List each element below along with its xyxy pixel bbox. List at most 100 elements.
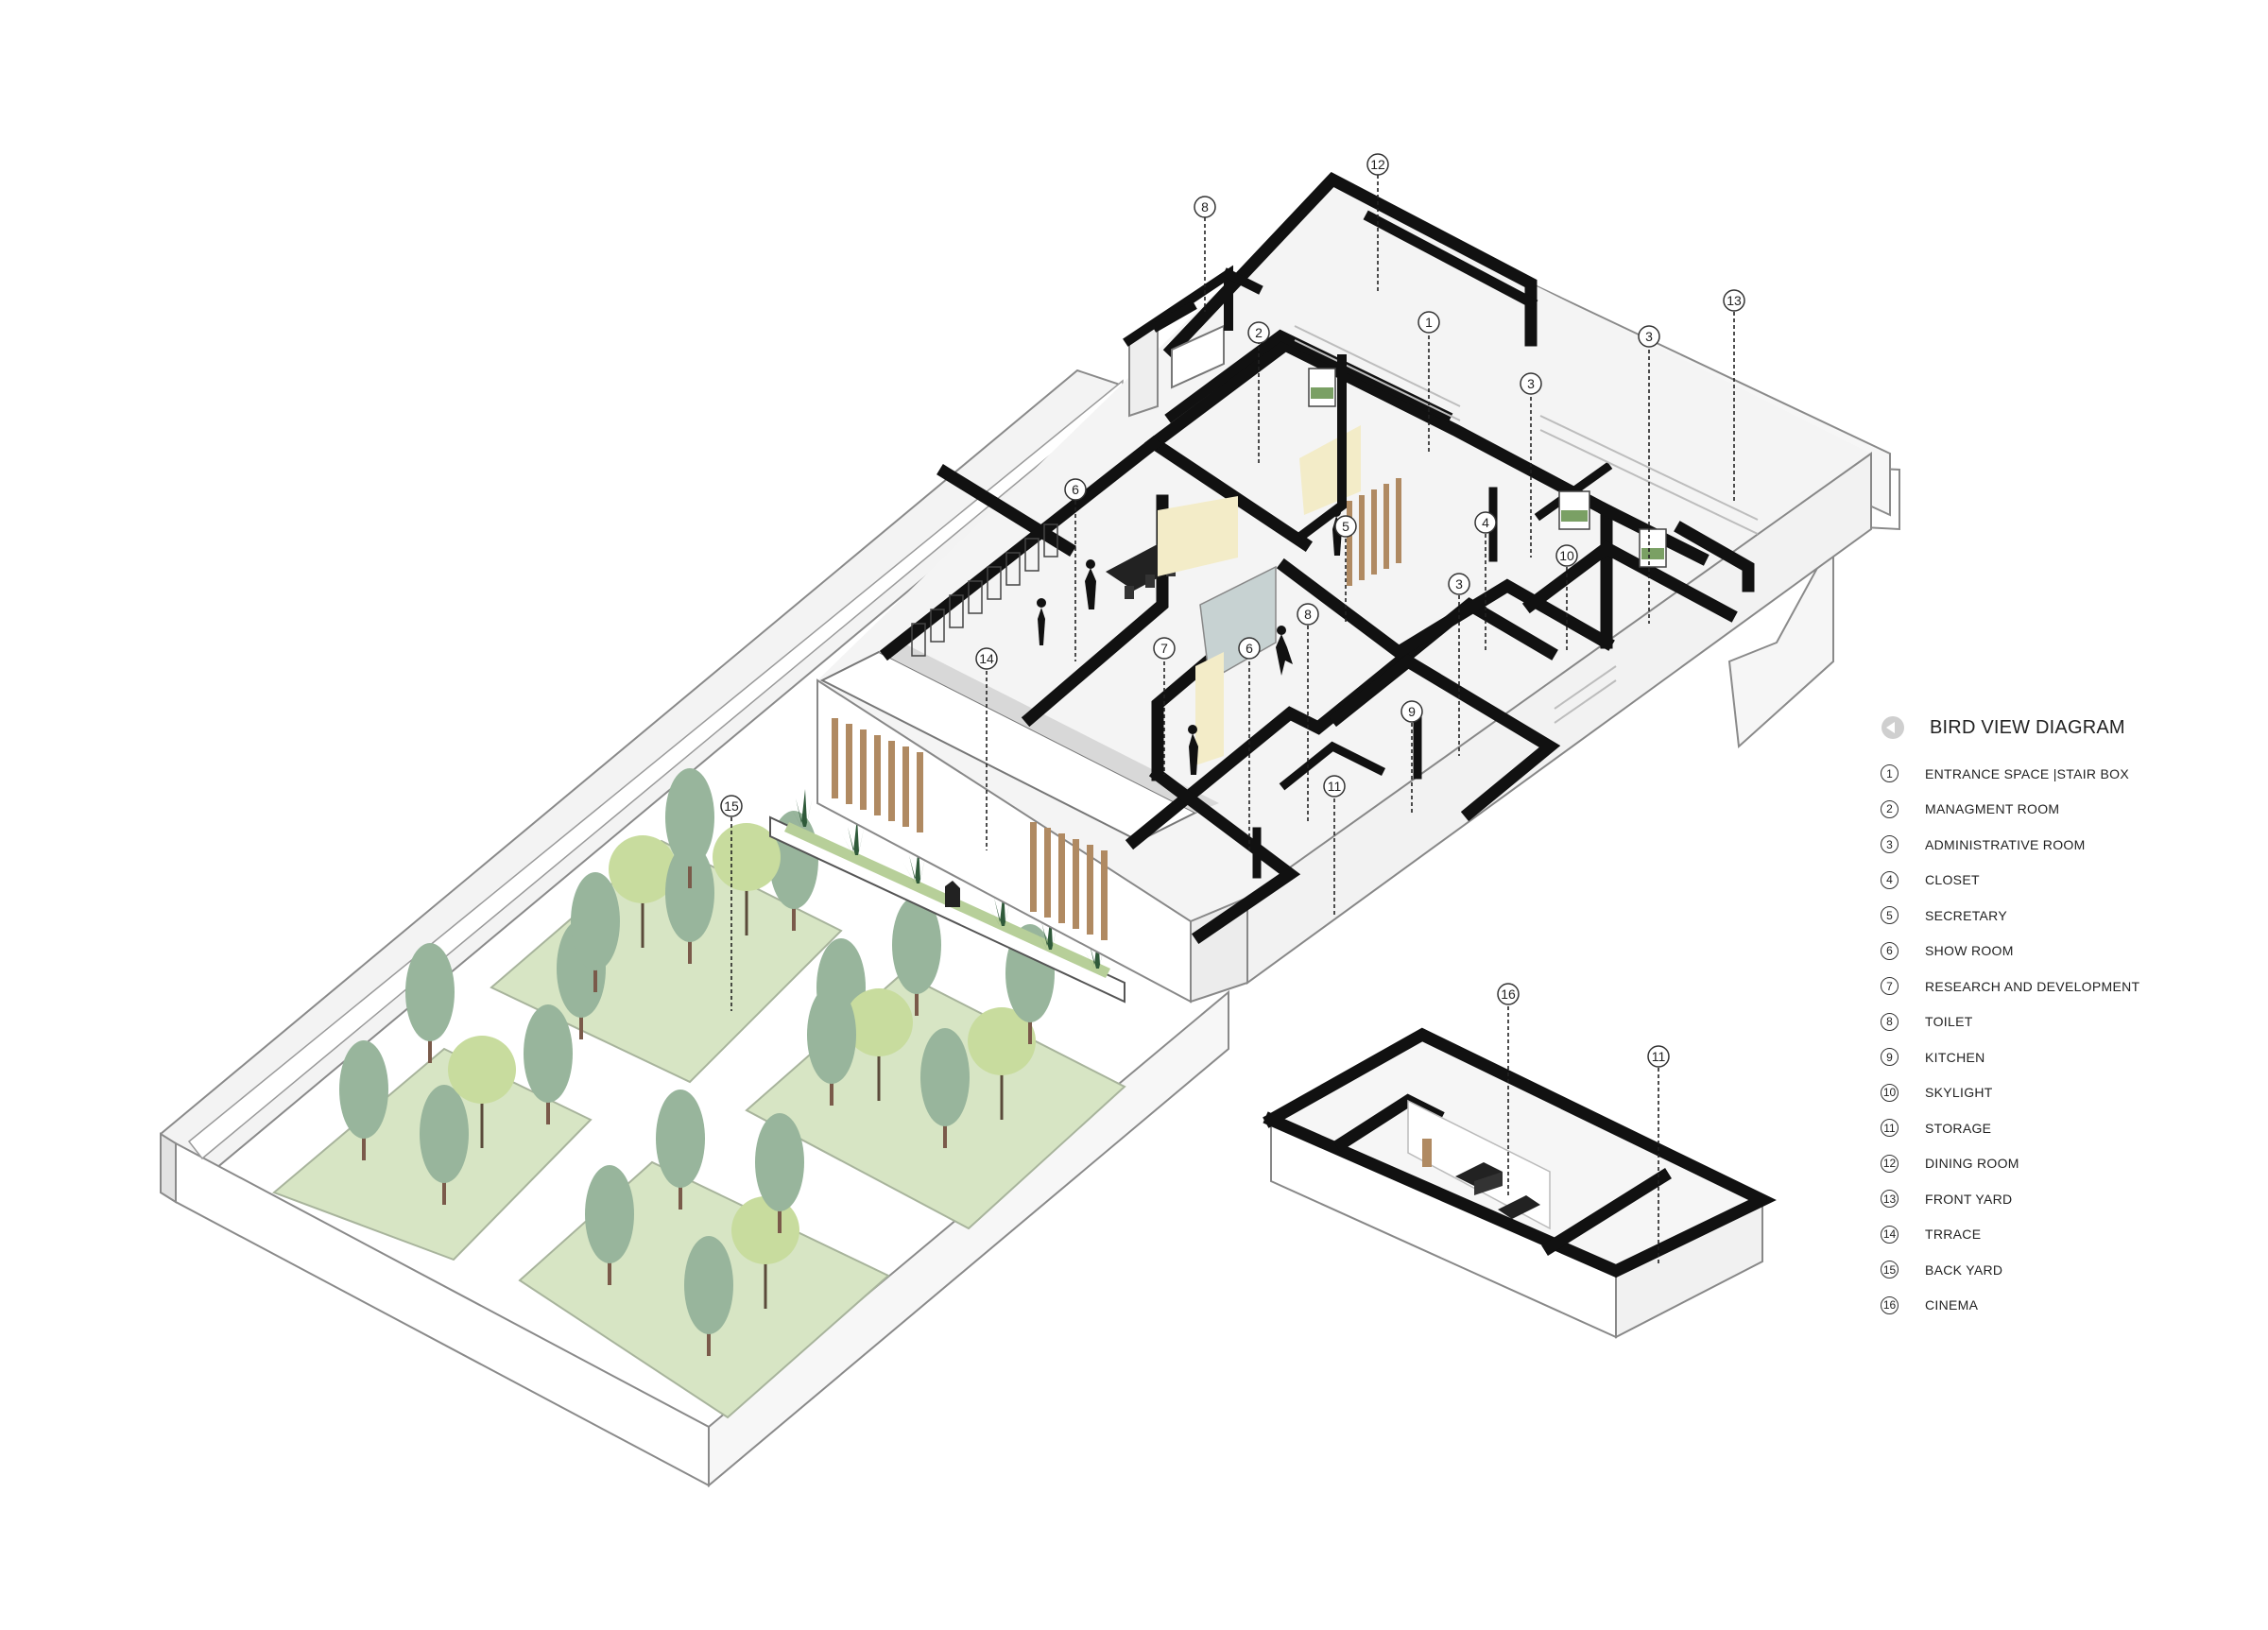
legend-item: 12 DINING ROOM	[1881, 1146, 2240, 1182]
svg-text:6: 6	[1246, 641, 1253, 656]
svg-text:6: 6	[1072, 482, 1079, 497]
svg-text:13: 13	[1727, 293, 1742, 308]
legend-item: 8 TOILET	[1881, 1004, 2240, 1040]
callout-2: 2	[1247, 321, 1270, 344]
legend-number: 12	[1881, 1154, 1899, 1173]
legend-item: 1 ENTRANCE SPACE |STAIR BOX	[1881, 756, 2240, 792]
legend-number: 3	[1881, 835, 1899, 854]
callout-6-lower: 6	[1238, 637, 1261, 660]
legend-number: 13	[1881, 1190, 1899, 1209]
legend-header: BIRD VIEW DIAGRAM	[1881, 707, 2240, 748]
legend-label: RESEARCH AND DEVELOPMENT	[1925, 978, 2140, 994]
legend-number: 8	[1881, 1012, 1899, 1031]
main-building	[816, 171, 1872, 1004]
svg-text:3: 3	[1645, 329, 1653, 344]
callout-4: 4	[1474, 511, 1497, 534]
callouts: 8 12 1 2 3 13 3 6 5 4 10 3 14 7 6 8 9 11…	[720, 153, 1745, 1068]
callout-15: 15	[720, 795, 743, 817]
svg-text:11: 11	[1328, 779, 1342, 794]
callout-leaders	[730, 175, 1735, 1266]
legend-label: KITCHEN	[1925, 1049, 1985, 1065]
legend-item: 9 KITCHEN	[1881, 1039, 2240, 1075]
legend-item: 11 STORAGE	[1881, 1110, 2240, 1146]
legend-title: BIRD VIEW DIAGRAM	[1930, 716, 2125, 738]
legend-number: 16	[1881, 1295, 1899, 1314]
callout-8-lower: 8	[1297, 603, 1319, 626]
legend-item: 15 BACK YARD	[1881, 1252, 2240, 1288]
callout-6-show-room: 6	[1064, 478, 1087, 501]
svg-text:7: 7	[1160, 641, 1168, 656]
legend-item: 3 ADMINISTRATIVE ROOM	[1881, 827, 2240, 863]
callout-3-right: 3	[1638, 325, 1660, 348]
svg-text:5: 5	[1342, 519, 1349, 534]
callout-7: 7	[1153, 637, 1176, 660]
timber-louvres	[832, 478, 1401, 940]
svg-text:8: 8	[1201, 199, 1209, 214]
legend-number: 10	[1881, 1083, 1899, 1102]
svg-text:2: 2	[1255, 325, 1263, 340]
legend-number: 15	[1881, 1261, 1899, 1279]
callout-13: 13	[1723, 289, 1745, 312]
callout-16: 16	[1497, 983, 1520, 1005]
legend-item: 10 SKYLIGHT	[1881, 1075, 2240, 1111]
legend-label: STORAGE	[1925, 1120, 1992, 1136]
legend-label: SHOW ROOM	[1925, 943, 2014, 959]
svg-text:3: 3	[1527, 376, 1535, 391]
planter	[769, 789, 1125, 1004]
svg-text:10: 10	[1559, 548, 1574, 563]
callout-11-basement: 11	[1647, 1045, 1670, 1068]
legend-list: 1 ENTRANCE SPACE |STAIR BOX 2 MANAGMENT ROO…	[1881, 756, 2240, 1323]
legend-item: 7 RESEARCH AND DEVELOPMENT	[1881, 969, 2240, 1004]
svg-text:11: 11	[1652, 1049, 1666, 1064]
callout-10: 10	[1555, 544, 1578, 567]
legend-item: 4 CLOSET	[1881, 863, 2240, 899]
legend-label: TOILET	[1925, 1014, 1973, 1030]
legend-item: 5 SECRETARY	[1881, 898, 2240, 934]
callout-1: 1	[1418, 311, 1440, 334]
legend-label: ENTRANCE SPACE |STAIR BOX	[1925, 765, 2129, 781]
legend-label: DINING ROOM	[1925, 1156, 2019, 1172]
legend-number: 1	[1881, 764, 1899, 783]
svg-text:4: 4	[1482, 515, 1489, 530]
legend-label: FRONT YARD	[1925, 1191, 2013, 1207]
back-yard	[272, 766, 1126, 1419]
svg-text:12: 12	[1370, 157, 1385, 172]
legend-number: 4	[1881, 870, 1899, 889]
svg-text:8: 8	[1304, 607, 1312, 622]
legend-label: TRRACE	[1925, 1227, 1982, 1243]
legend: BIRD VIEW DIAGRAM 1 ENTRANCE SPACE |STAIR…	[1881, 707, 2240, 1323]
upper-block	[1123, 265, 1347, 540]
legend-item: 13 FRONT YARD	[1881, 1181, 2240, 1217]
callout-3-lower: 3	[1448, 573, 1470, 595]
legend-number: 5	[1881, 906, 1899, 925]
svg-text:3: 3	[1455, 576, 1463, 592]
legend-item: 6 SHOW ROOM	[1881, 934, 2240, 969]
legend-label: CLOSET	[1925, 872, 1980, 888]
legend-label: MANAGMENT ROOM	[1925, 801, 2060, 817]
legend-number: 2	[1881, 799, 1899, 818]
legend-number: 7	[1881, 977, 1899, 996]
legend-label: SECRETARY	[1925, 907, 2007, 923]
svg-text:1: 1	[1425, 315, 1433, 330]
callout-3-mid: 3	[1520, 372, 1542, 395]
callout-9: 9	[1400, 700, 1423, 723]
legend-number: 11	[1881, 1119, 1899, 1138]
legend-number: 14	[1881, 1225, 1899, 1244]
legend-label: BACK YARD	[1925, 1261, 2003, 1278]
callout-5: 5	[1334, 515, 1357, 538]
legend-number: 9	[1881, 1048, 1899, 1067]
svg-text:16: 16	[1501, 987, 1516, 1002]
callout-11-ground: 11	[1323, 775, 1346, 798]
callout-14: 14	[975, 647, 998, 670]
svg-text:9: 9	[1408, 704, 1416, 719]
callout-12: 12	[1366, 153, 1389, 176]
arrow-left-icon	[1881, 716, 1904, 739]
legend-label: ADMINISTRATIVE ROOM	[1925, 836, 2086, 852]
legend-item: 14 TRRACE	[1881, 1217, 2240, 1253]
legend-label: SKYLIGHT	[1925, 1085, 1993, 1101]
window-greenery	[1308, 368, 1667, 568]
legend-number: 6	[1881, 941, 1899, 960]
callout-8-upper: 8	[1194, 196, 1216, 218]
